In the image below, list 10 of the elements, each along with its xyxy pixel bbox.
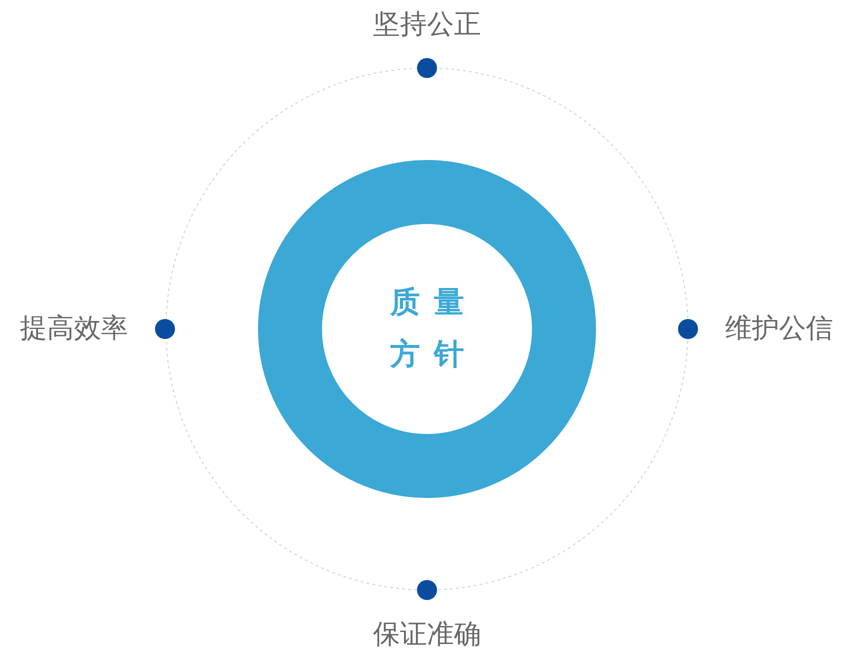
dot-marker (417, 58, 437, 78)
point-label: 保证准确 (373, 618, 481, 652)
dot-marker (678, 319, 698, 339)
ring (258, 160, 596, 498)
dot-marker (417, 580, 437, 600)
point-label: 提高效率 (20, 312, 128, 346)
point-label: 维护公信 (725, 312, 833, 346)
center-title: 质量方针 (388, 284, 479, 374)
dot-marker (155, 319, 175, 339)
point-label: 坚持公正 (373, 8, 481, 42)
